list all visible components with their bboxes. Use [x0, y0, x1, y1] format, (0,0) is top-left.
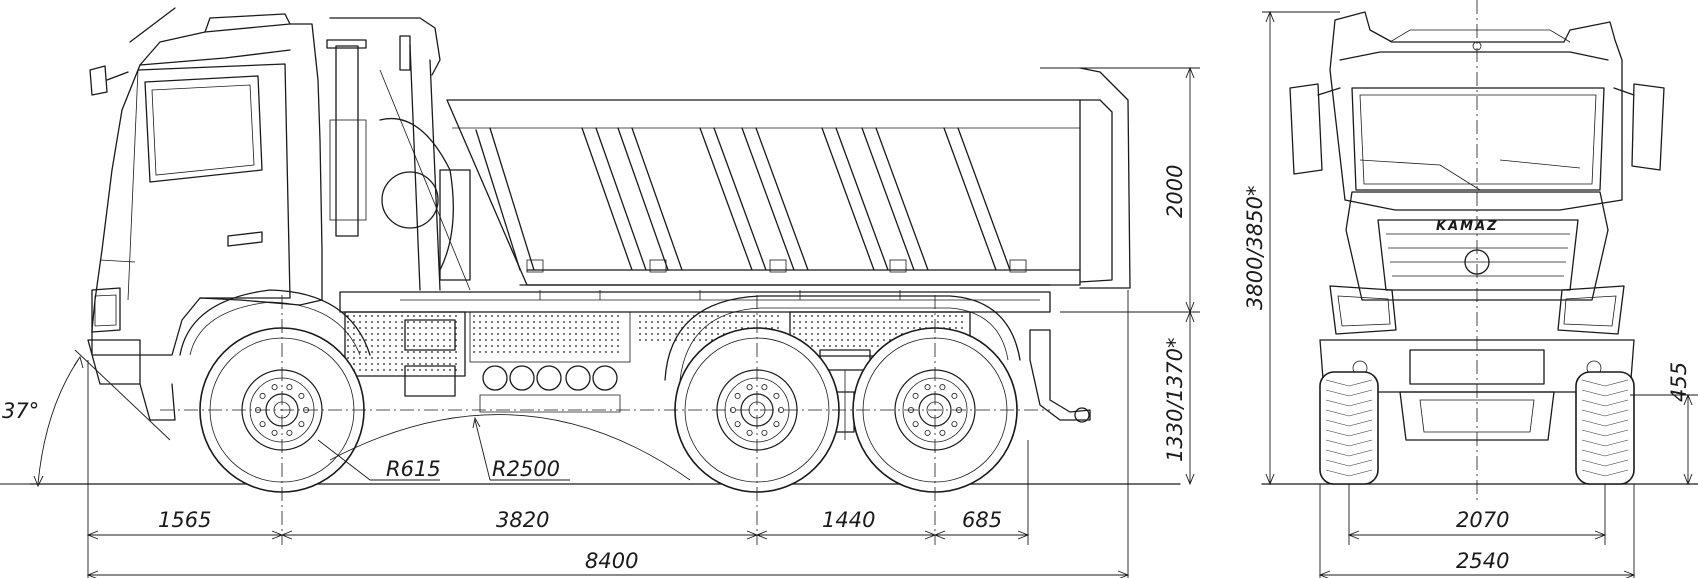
- cab: [87, 7, 371, 421]
- approach-angle: [0, 349, 171, 488]
- dim-rear-overhang: 685: [962, 508, 1002, 532]
- dim-ramp-radius: R2500: [492, 457, 560, 481]
- dim-overall-width: 2540: [1456, 549, 1509, 573]
- dump-body: [446, 67, 1131, 289]
- dim-wheelbase-front: 3820: [496, 508, 549, 532]
- exhaust-stack: [326, 17, 441, 237]
- dim-body-height: 2000: [1163, 165, 1187, 218]
- air-tanks: [479, 365, 621, 413]
- dim-track-width: 2070: [1456, 508, 1509, 532]
- dim-overall-height: 3800/3850*: [1243, 186, 1267, 310]
- dim-wheelbase-rear: 1440: [822, 508, 875, 532]
- front-tire-left: [1319, 371, 1379, 485]
- brand-logo-text: KAMAZ: [1436, 219, 1499, 234]
- hoist-frame: [379, 44, 471, 291]
- perforation-dots: [347, 315, 963, 371]
- dim-front-overhang: 1565: [158, 508, 211, 532]
- side-view: [0, 7, 1200, 578]
- dim-ground-clearance: 455: [1667, 362, 1691, 402]
- front-view: [1261, 0, 1698, 578]
- dim-overall-length: 8400: [585, 549, 638, 573]
- tire-tread: [1325, 379, 1629, 477]
- dim-frame-height: 1330/1370*: [1163, 338, 1187, 462]
- dim-wheel-radius: R615: [386, 457, 441, 481]
- ramp-arc: [329, 414, 691, 481]
- tow-hitch: [1029, 329, 1091, 423]
- dim-approach-angle: 37°: [2, 399, 39, 423]
- front-tire-right: [1575, 371, 1635, 485]
- chassis-frame: [339, 284, 1051, 313]
